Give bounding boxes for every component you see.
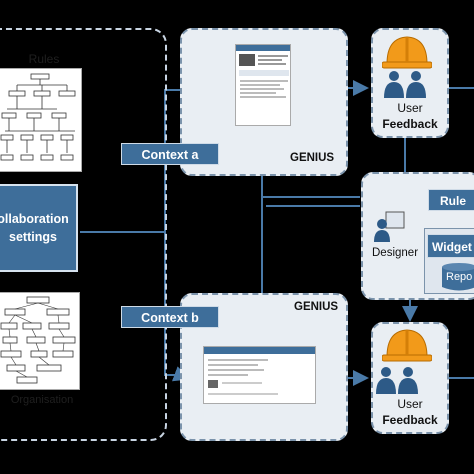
genius-screenshot-bottom [203,346,316,404]
rule-button[interactable]: Rule [428,189,474,211]
rules-tree-graphic [0,73,76,161]
collab-line2: settings [9,230,57,244]
feedback-bottom-text: User Feedback [372,396,448,428]
users-icon [380,70,430,105]
context-a-button[interactable]: Context a [121,143,219,165]
genius-screenshot-top-graphic [236,45,290,98]
users-icon-bottom [372,366,422,401]
genius-label-top: GENIUS [290,152,335,164]
designer-icon [372,210,406,249]
organisation-chart-thumbnail [0,292,80,390]
collaboration-settings-box[interactable]: ollaboration settings [0,184,78,272]
feedback-panel-top [371,28,449,138]
genius-label-bottom: GENIUS [294,301,339,313]
designer-label: Designer [372,247,419,259]
rules-tree-thumbnail [0,68,82,172]
rules-label: Rules [28,52,60,66]
database-icon: Repo [440,262,474,292]
organisation-label: Organisation [10,394,74,406]
feedback-top-text: User Feedback [372,100,448,132]
feedback-top-line2: Feedback [382,117,438,131]
feedback-top-line1: User [397,101,423,115]
genius-screenshot-bottom-graphic [204,347,315,395]
organisation-chart-graphic [0,296,76,384]
widget-button[interactable]: Widget [427,234,474,258]
hard-hat-icon [381,32,433,77]
genius-screenshot-top [235,44,291,126]
feedback-bottom-line1: User [397,397,423,411]
left-dashed-panel [0,28,167,441]
feedback-bottom-line2: Feedback [382,413,438,427]
context-b-button[interactable]: Context b [121,306,219,328]
hard-hat-icon-bottom [381,325,433,370]
repo-label: Repo [446,271,473,283]
collab-line1: ollaboration [0,212,69,226]
